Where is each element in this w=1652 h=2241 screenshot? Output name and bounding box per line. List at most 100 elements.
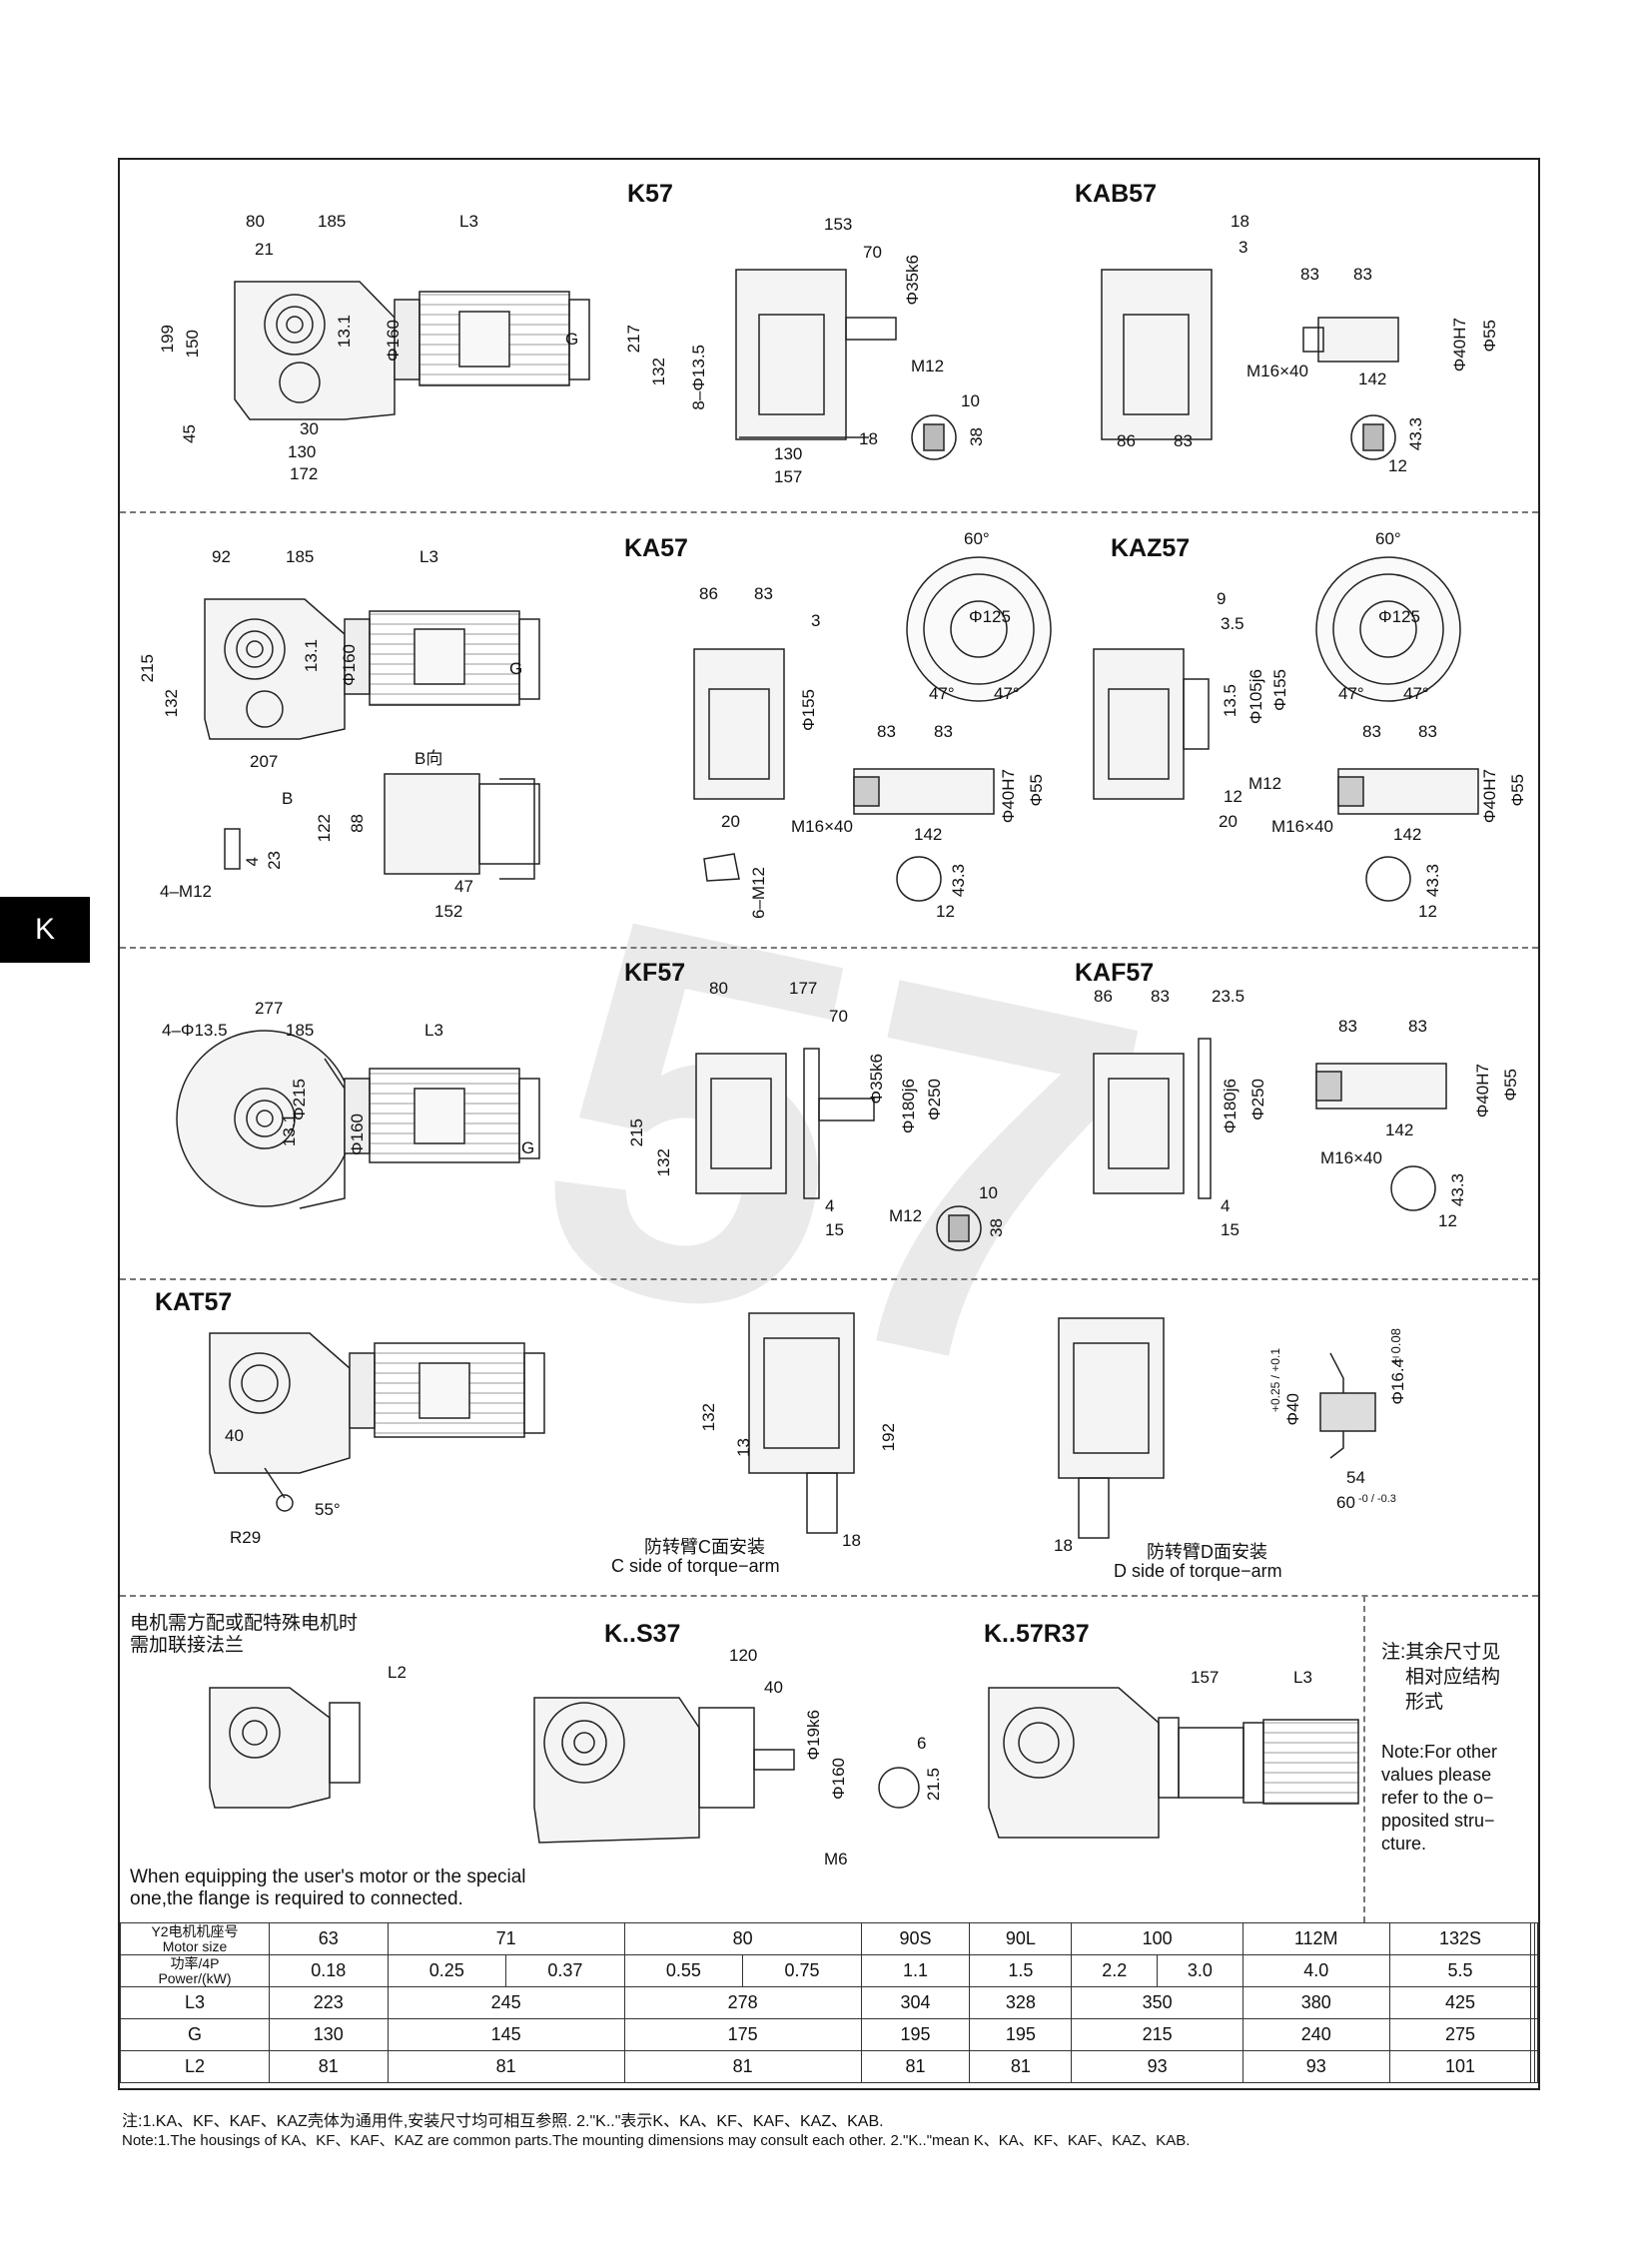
- dim: 130: [774, 444, 803, 463]
- table-header-cell: L3: [120, 1986, 270, 2019]
- dim: B向: [414, 749, 443, 768]
- table-row: L3 223 245 278 304 328 350 380 425: [120, 1986, 1539, 2019]
- dim: 83: [934, 722, 953, 741]
- table-cell: 93: [1241, 2050, 1390, 2083]
- kat57-c-side-view: [748, 1312, 855, 1534]
- dim: Φ40H7: [1450, 318, 1469, 373]
- dim: M16×40: [1246, 362, 1308, 380]
- side-note-cn: 注:其余尺寸见 相对应结构 形式: [1381, 1640, 1500, 1715]
- section-divider: [120, 1278, 1538, 1280]
- ks37-side-view: [533, 1697, 920, 1844]
- note-line: cture.: [1381, 1834, 1427, 1854]
- chapter-tab: K: [0, 897, 90, 963]
- table-cell: 1.5: [969, 1954, 1073, 1987]
- dim: 185: [318, 212, 347, 231]
- tolerance: ±0.08: [1388, 1328, 1403, 1369]
- dim: 13.1: [302, 639, 321, 673]
- tolerance: -0 / -0.3: [1358, 1493, 1396, 1505]
- dim: 43.3: [1423, 864, 1442, 898]
- dim: 142: [1385, 1120, 1414, 1139]
- dim: 40: [764, 1678, 783, 1697]
- dim: 215: [627, 1119, 646, 1147]
- dim: 20: [1219, 812, 1238, 831]
- kaz57-flange-view: [1315, 556, 1461, 702]
- dim: M16×40: [1271, 817, 1333, 836]
- dim: B: [282, 789, 294, 808]
- dim: M12: [889, 1206, 923, 1225]
- dim: 60°: [964, 529, 990, 548]
- dim: 12: [1438, 1211, 1457, 1230]
- table-row: G 130 145 175 195 195 215 240 275: [120, 2018, 1539, 2051]
- dim: 83: [1353, 265, 1372, 284]
- caption-d-side-cn: 防转臂D面安装: [1147, 1542, 1267, 1562]
- section-title-k57: K57: [627, 180, 673, 208]
- section-divider: [120, 511, 1538, 513]
- dim: 185: [286, 547, 315, 566]
- table-cell: 0.55: [623, 1954, 744, 1987]
- dim: 3: [1239, 238, 1248, 257]
- note-line: pposited stru−: [1381, 1811, 1495, 1831]
- table-cell: 304: [860, 1986, 971, 2019]
- dim: 4: [1221, 1196, 1231, 1215]
- dim: 150: [183, 330, 202, 359]
- dim: 277: [255, 999, 284, 1018]
- dim: 12: [1418, 902, 1437, 921]
- table-header-cell: G: [120, 2018, 270, 2051]
- dim: 130: [288, 442, 317, 461]
- dim: 4–Φ13.5: [162, 1021, 228, 1040]
- table-cell: 0.37: [505, 1954, 625, 1987]
- caption-d-side-en: D side of torque−arm: [1114, 1561, 1282, 1581]
- flange-side-view: [209, 1687, 361, 1809]
- dim: 83: [1362, 722, 1381, 741]
- caption-c-side-cn: 防转臂C面安装: [644, 1537, 765, 1557]
- table-cell: 275: [1388, 2018, 1532, 2051]
- table-cell: 63: [269, 1922, 389, 1955]
- dim: Φ160: [384, 320, 403, 362]
- dim: 83: [1174, 431, 1193, 450]
- dim: Φ105j6: [1246, 669, 1265, 725]
- dim: Φ55: [1027, 774, 1046, 807]
- dim: 215: [138, 654, 157, 683]
- dim: M16×40: [1320, 1148, 1382, 1167]
- table-cell: 4.0: [1241, 1954, 1390, 1987]
- table-cell: [1533, 2050, 1539, 2083]
- table-cell: 0.18: [269, 1954, 389, 1987]
- table-cell: 0.75: [742, 1954, 862, 1987]
- dim: 6–M12: [749, 867, 768, 919]
- dim: Φ180j6: [1221, 1079, 1239, 1134]
- side-note-en: Note:For other values please refer to th…: [1381, 1741, 1497, 1856]
- dim: M12: [911, 357, 945, 375]
- section-title-ka57: KA57: [624, 534, 688, 562]
- kf57-front-view: [695, 1048, 982, 1251]
- note-line: values please: [1381, 1765, 1492, 1785]
- dim: 120: [729, 1646, 758, 1665]
- dim: 12: [1388, 456, 1407, 475]
- table-cell: 223: [269, 1986, 389, 2019]
- dim: 80: [709, 979, 728, 998]
- dim: 217: [624, 325, 643, 354]
- dim: Φ155: [1270, 669, 1289, 711]
- dim: 60: [1336, 1493, 1355, 1512]
- dim: Φ250: [1248, 1079, 1267, 1120]
- dim: 3: [811, 611, 821, 630]
- table-cell: 130: [269, 2018, 389, 2051]
- k57-front-view: [735, 269, 957, 460]
- dim: 122: [315, 814, 334, 843]
- dim: 83: [1300, 265, 1319, 284]
- dim: Φ55: [1501, 1069, 1520, 1102]
- dim: 4–M12: [160, 882, 212, 901]
- table-cell: 81: [269, 2050, 389, 2083]
- dim: 20: [721, 812, 740, 831]
- table-cell: [1533, 1922, 1539, 1955]
- dim: 8–Φ13.5: [689, 345, 708, 410]
- dim: 60°: [1375, 529, 1401, 548]
- dim: 142: [1393, 825, 1422, 844]
- flange-note-en: When equipping the user's motor or the s…: [130, 1867, 526, 1910]
- ka57-side-view: [204, 598, 540, 740]
- dim: 83: [1408, 1017, 1427, 1036]
- dim: 153: [824, 215, 853, 234]
- table-cell: 145: [387, 2018, 625, 2051]
